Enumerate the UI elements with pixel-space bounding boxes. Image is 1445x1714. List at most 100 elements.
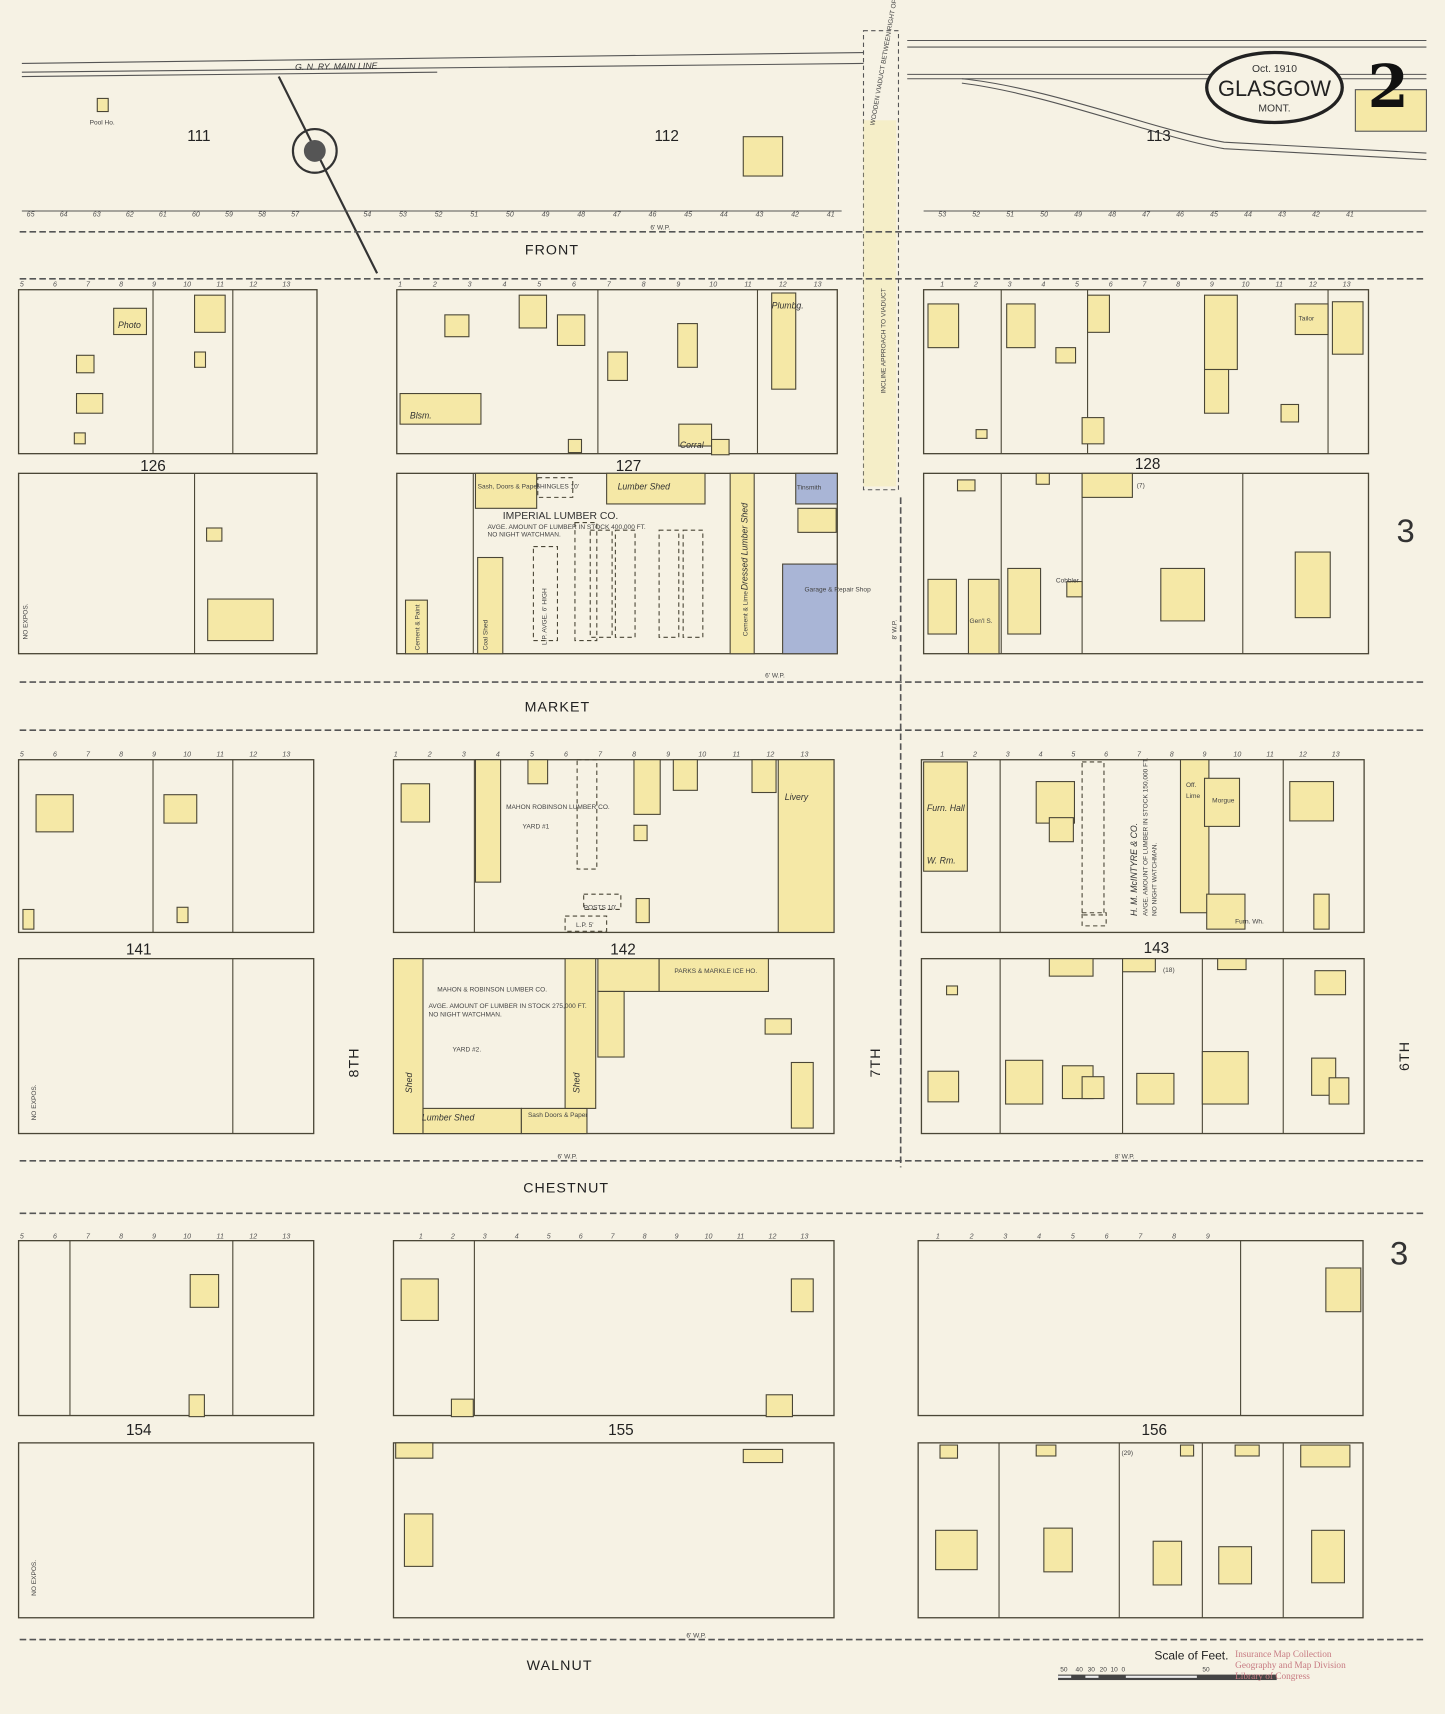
label-lp5: L.P. 5'	[576, 922, 594, 929]
lot-number: 3	[483, 1232, 487, 1240]
building	[189, 1273, 220, 1308]
lot-number: 11	[744, 280, 751, 288]
lot-number: 10	[698, 750, 706, 758]
lot-number: 52	[972, 210, 980, 218]
building	[520, 1107, 588, 1135]
block-outline	[17, 957, 315, 1135]
building	[742, 136, 784, 177]
lot-number: 13	[814, 280, 822, 288]
block-155: 155	[608, 1422, 634, 1439]
lot-number: 64	[60, 210, 68, 218]
lot-number: 6	[53, 280, 57, 288]
lot-number: 1	[398, 280, 402, 288]
block-outline	[917, 1240, 1364, 1417]
building	[927, 1070, 960, 1103]
block-156: 156	[1141, 1422, 1167, 1439]
lot-number: 10	[1242, 280, 1250, 288]
building	[1048, 958, 1094, 977]
building	[1152, 1540, 1183, 1586]
label-tinsmith: Tinsmith	[797, 485, 822, 492]
block-141: 141	[126, 941, 152, 958]
lumber-pile	[1081, 761, 1105, 916]
building	[797, 507, 837, 533]
building	[75, 354, 95, 374]
building	[751, 759, 777, 794]
block-outline	[17, 759, 315, 934]
building	[967, 578, 1000, 655]
building	[935, 1529, 978, 1571]
building	[474, 759, 502, 883]
lot-number: 45	[1210, 210, 1218, 218]
scale-title: Scale of Feet.	[1154, 1648, 1228, 1662]
lot-number: 41	[1346, 210, 1354, 218]
lot-number: 53	[399, 210, 407, 218]
street-6th: 6TH	[1397, 1041, 1413, 1071]
map-date: Oct. 1910	[1252, 64, 1297, 75]
building	[1122, 958, 1156, 973]
lot-number: 3	[1006, 750, 1010, 758]
building	[1328, 1077, 1350, 1105]
label-gen-s: Gen'l S.	[970, 618, 993, 625]
viaduct-note: WOODEN VIADUCT BETWEEN RIGHT OF WAY ELEV…	[870, 0, 916, 126]
lot-number: 5	[20, 1232, 24, 1240]
lot-number: 8	[119, 280, 123, 288]
label-sash-paper: Sash Doors & Paper	[528, 1112, 588, 1119]
building	[403, 1513, 434, 1567]
label-no-expos: NO EXPOS.	[31, 1084, 38, 1120]
lot-number: 2	[427, 750, 432, 758]
label-lime: Lime	[1186, 793, 1201, 800]
key-box	[1354, 89, 1427, 132]
building	[1300, 1444, 1351, 1468]
lot-number: 4	[1037, 1232, 1041, 1240]
building	[658, 958, 769, 992]
lot-number: 43	[755, 210, 763, 218]
lot-number: 2	[973, 280, 978, 288]
lot-number: 5	[547, 1232, 551, 1240]
lot-number: 48	[577, 210, 585, 218]
lot-number: 8	[643, 1232, 647, 1240]
label-wp: 8' W.P.	[1115, 1154, 1135, 1161]
building	[73, 432, 86, 445]
building	[927, 578, 957, 635]
lot-number: 59	[225, 210, 233, 218]
lot-number: 62	[126, 210, 134, 218]
lot-number: 45	[684, 210, 692, 218]
block-127: 127	[616, 458, 642, 475]
label-mcintyre: H. M. McINTYRE & CO.	[1129, 823, 1139, 916]
building	[22, 908, 35, 930]
label-mahon2-note: AVGE. AMOUNT OF LUMBER IN STOCK 275,000 …	[428, 1003, 586, 1010]
lot-number: 65	[27, 210, 35, 218]
building	[790, 1278, 814, 1313]
label-29: (29)	[1121, 1450, 1133, 1457]
lot-number: 60	[192, 210, 200, 218]
lot-number: 9	[1210, 280, 1214, 288]
lot-number: 12	[1309, 280, 1317, 288]
lot-number: 42	[791, 210, 799, 218]
label-coal-shed: Coal Shed	[482, 619, 489, 650]
label-wp: 6' W.P.	[650, 225, 670, 232]
lot-number: 6	[1105, 1232, 1109, 1240]
scale-tick: 50	[1060, 1666, 1068, 1673]
label-lp-high: L.P. AVGE. 6' HIGH	[542, 588, 549, 645]
lot-number: 4	[515, 1232, 519, 1240]
street-front: FRONT	[525, 243, 579, 259]
lumber-pile	[589, 529, 613, 638]
building	[527, 759, 549, 785]
lot-number: 51	[1006, 210, 1014, 218]
building	[207, 598, 274, 642]
building	[1055, 347, 1077, 364]
block-outline	[917, 1442, 1364, 1619]
lot-number: 1	[940, 280, 944, 288]
building	[1313, 893, 1330, 930]
label-livery: Livery	[785, 792, 809, 802]
building	[597, 958, 660, 992]
lot-number: 50	[1040, 210, 1048, 218]
block-outline	[392, 1240, 835, 1417]
label-no-expos: NO EXPOS.	[22, 603, 29, 639]
building	[400, 783, 431, 823]
scale-tick: 40	[1076, 1666, 1084, 1673]
lot-number: 8	[1172, 1232, 1176, 1240]
lot-number: 6	[53, 750, 57, 758]
lot-number: 8	[119, 1232, 123, 1240]
